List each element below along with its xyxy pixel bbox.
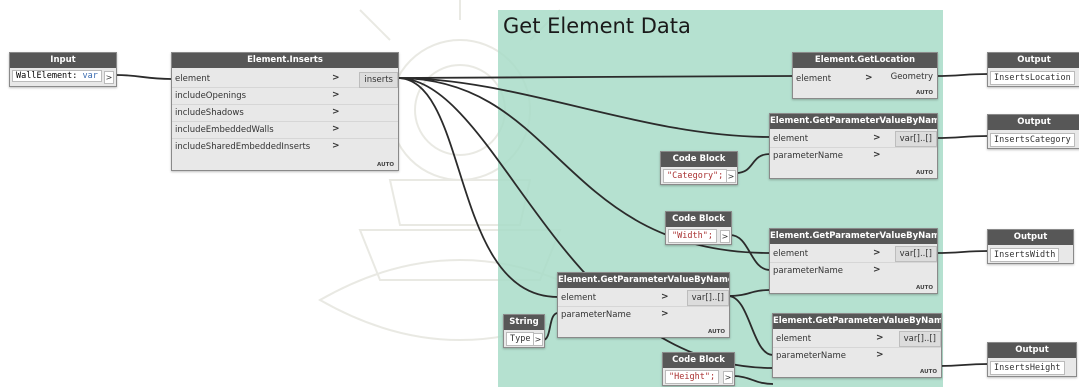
port-element[interactable]: element> — [175, 73, 340, 84]
string-node-value[interactable]: Type — [506, 332, 535, 346]
geometry-output-port[interactable]: Geometry — [886, 70, 937, 84]
string-node[interactable]: String Type > — [503, 314, 545, 348]
chevron-right-icon: > — [873, 150, 881, 160]
code-block-width[interactable]: Code Block "Width"; > — [665, 211, 732, 245]
lacing-label: AUTO — [916, 285, 933, 291]
code-block-text[interactable]: "Category"; — [663, 169, 728, 183]
var-output-port[interactable]: var[]..[] — [686, 290, 729, 306]
output-value-field[interactable]: InsertsHeight — [990, 361, 1065, 375]
param-category-node[interactable]: Element.GetParameterValueByName element>… — [769, 113, 938, 179]
param-category-header: Element.GetParameterValueByName — [770, 114, 937, 129]
chevron-right-icon: > — [876, 333, 884, 343]
param-width-header: Element.GetParameterValueByName — [770, 229, 937, 244]
var-output-port[interactable]: var[]..[] — [898, 331, 941, 347]
code-block-header: Code Block — [666, 212, 731, 227]
output-value-field[interactable]: InsertsLocation — [990, 71, 1075, 85]
input-node-header: Input — [10, 53, 116, 68]
code-block-output-port[interactable]: > — [726, 170, 736, 183]
code-block-header: Code Block — [661, 152, 737, 167]
chevron-right-icon: > — [873, 133, 881, 143]
output-node-height[interactable]: Output InsertsHeight — [987, 342, 1077, 377]
chevron-right-icon: > — [876, 350, 884, 360]
output-node-width[interactable]: Output InsertsWidth — [987, 229, 1074, 264]
output-value-field[interactable]: InsertsWidth — [990, 248, 1060, 262]
port-element[interactable]: element> — [796, 73, 873, 84]
code-block-text[interactable]: "Width"; — [668, 229, 717, 243]
param-type-node[interactable]: Element.GetParameterValueByName element>… — [557, 272, 730, 338]
output-node-header: Output — [988, 343, 1076, 358]
input-output-port[interactable]: > — [104, 71, 114, 84]
port-include-shadows[interactable]: includeShadows> — [172, 104, 398, 121]
output-node-header: Output — [988, 230, 1073, 245]
chevron-right-icon: > — [332, 141, 340, 151]
chevron-right-icon: > — [873, 265, 881, 275]
lacing-label: AUTO — [377, 162, 394, 168]
group-title[interactable]: Get Element Data — [503, 14, 691, 38]
port-parameter-name[interactable]: parameterName> — [558, 306, 729, 323]
inserts-output-port[interactable]: inserts — [359, 72, 398, 88]
input-node[interactable]: Input WallElement: var > — [9, 52, 117, 87]
port-element[interactable]: element> — [773, 133, 881, 144]
port-element[interactable]: element> — [561, 292, 669, 303]
lacing-label: AUTO — [708, 329, 725, 335]
port-parameter-name[interactable]: parameterName> — [773, 347, 941, 364]
param-height-node[interactable]: Element.GetParameterValueByName element>… — [772, 313, 942, 378]
port-element[interactable]: element> — [776, 333, 884, 344]
output-node-header: Output — [988, 115, 1079, 130]
port-include-embedded-walls[interactable]: includeEmbeddedWalls> — [172, 121, 398, 138]
code-block-header: Code Block — [663, 353, 734, 368]
port-parameter-name[interactable]: parameterName> — [770, 147, 937, 164]
chevron-right-icon: > — [332, 107, 340, 117]
code-block-height[interactable]: Code Block "Height"; > — [662, 352, 735, 386]
param-width-node[interactable]: Element.GetParameterValueByName element>… — [769, 228, 938, 294]
output-node-header: Output — [988, 53, 1079, 68]
wire-width-to-output — [935, 250, 989, 254]
lacing-label: AUTO — [920, 369, 937, 375]
code-block-category[interactable]: Code Block "Category"; > — [660, 151, 738, 185]
code-block-output-port[interactable]: > — [723, 371, 733, 384]
chevron-right-icon: > — [661, 309, 669, 319]
lacing-label: AUTO — [916, 170, 933, 176]
var-output-port[interactable]: var[]..[] — [894, 131, 937, 147]
element-inserts-header: Element.Inserts — [172, 53, 398, 68]
wire-height-to-output — [939, 363, 989, 367]
input-value-field[interactable]: WallElement: var — [12, 70, 102, 82]
chevron-right-icon: > — [332, 90, 340, 100]
output-node-location[interactable]: Output InsertsLocation — [987, 52, 1079, 87]
param-height-header: Element.GetParameterValueByName — [773, 314, 941, 329]
element-inserts-node[interactable]: Element.Inserts element> includeOpenings… — [171, 52, 399, 171]
code-block-text[interactable]: "Height"; — [665, 370, 720, 384]
port-element[interactable]: element> — [773, 248, 881, 259]
var-output-port[interactable]: var[]..[] — [894, 246, 937, 262]
string-output-port[interactable]: > — [533, 333, 543, 346]
port-parameter-name[interactable]: parameterName> — [770, 262, 937, 279]
param-type-header: Element.GetParameterValueByName — [558, 273, 729, 288]
output-value-field[interactable]: InsertsCategory — [990, 133, 1075, 147]
chevron-right-icon: > — [661, 292, 669, 302]
chevron-right-icon: > — [332, 124, 340, 134]
get-location-header: Element.GetLocation — [793, 53, 937, 68]
chevron-right-icon: > — [865, 73, 873, 83]
input-value-prefix: WallElement: — [16, 71, 78, 81]
code-block-output-port[interactable]: > — [720, 230, 730, 243]
output-node-category[interactable]: Output InsertsCategory — [987, 114, 1079, 149]
chevron-right-icon: > — [873, 248, 881, 258]
chevron-right-icon: > — [332, 73, 340, 83]
wire-location-to-output — [935, 73, 989, 77]
input-value-type: var — [82, 71, 98, 81]
string-node-header: String — [504, 315, 544, 330]
lacing-label: AUTO — [916, 90, 933, 96]
get-location-node[interactable]: Element.GetLocation element> Geometry AU… — [792, 52, 938, 99]
port-include-openings[interactable]: includeOpenings> — [172, 87, 398, 104]
port-include-shared-embedded-inserts[interactable]: includeSharedEmbeddedInserts> — [172, 138, 398, 155]
wire-category-to-output — [935, 135, 989, 139]
